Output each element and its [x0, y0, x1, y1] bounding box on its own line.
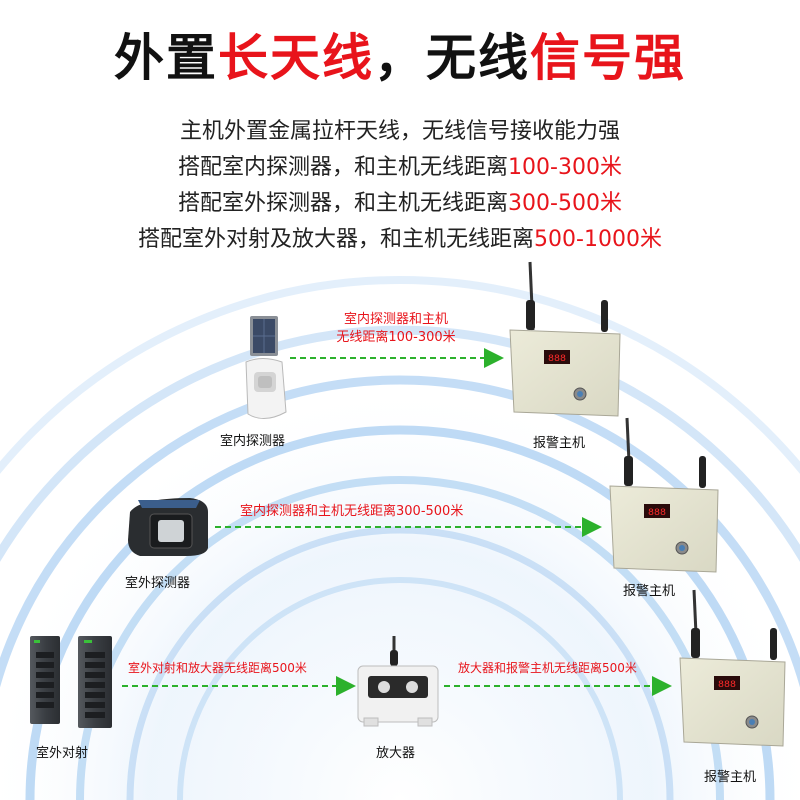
row2-distance-label: 室内探测器和主机无线距离300-500米 — [240, 504, 464, 519]
description-line-3-text: 搭配室外探测器，和主机无线距离 — [178, 191, 509, 216]
description-line-3-highlight: 300-500米 — [508, 191, 622, 216]
headline-part-2: 长天线 — [218, 29, 374, 87]
outdoor-detector-image — [128, 498, 208, 556]
svg-text:888: 888 — [548, 354, 566, 365]
alarm-host-image-3: 888 — [679, 589, 786, 747]
row1-distance-line-1: 室内探测器和主机 — [343, 312, 448, 327]
alarm-host-label-2: 报警主机 — [623, 584, 676, 599]
alarm-host-image-1: 888 — [509, 261, 621, 417]
description-line-4: 搭配室外对射及放大器，和主机无线距离500-1000米 — [0, 221, 800, 253]
alarm-host-label-3: 报警主机 — [704, 770, 757, 785]
outdoor-beam-image — [30, 636, 112, 728]
description-line-4-highlight: 500-1000米 — [534, 227, 662, 252]
row3-left-distance-label: 室外对射和放大器无线距离500米 — [128, 661, 307, 675]
row3-right-distance-label: 放大器和报警主机无线距离500米 — [458, 661, 637, 675]
headline-part-1: 外置 — [114, 29, 218, 87]
svg-text:888: 888 — [648, 508, 666, 519]
description-line-4-text: 搭配室外对射及放大器，和主机无线距离 — [138, 227, 535, 252]
outdoor-beam-label: 室外对射 — [36, 746, 89, 761]
headline-part-4: 信号强 — [530, 29, 686, 87]
indoor-detector-image — [245, 316, 287, 419]
indoor-detector-label: 室内探测器 — [220, 434, 286, 449]
amplifier-image — [357, 636, 439, 727]
description-line-3: 搭配室外探测器，和主机无线距离300-500米 — [0, 185, 800, 217]
headline-part-3: ，无线 — [374, 29, 530, 87]
outdoor-detector-label: 室外探测器 — [125, 576, 191, 591]
svg-text:888: 888 — [718, 680, 736, 691]
row1-distance-label: 室内探测器和主机 无线距离100-300米 — [306, 311, 486, 347]
headline: 外置长天线，无线信号强 — [0, 18, 800, 90]
alarm-host-label-1: 报警主机 — [533, 436, 586, 451]
description-line-2: 搭配室内探测器，和主机无线距离100-300米 — [0, 149, 800, 181]
alarm-host-image-2: 888 — [609, 417, 719, 573]
row1-distance-line-2: 无线距离100-300米 — [336, 330, 456, 345]
description-line-2-highlight: 100-300米 — [508, 155, 622, 180]
description-line-1: 主机外置金属拉杆天线，无线信号接收能力强 — [0, 113, 800, 145]
amplifier-label: 放大器 — [376, 746, 416, 761]
description-line-2-text: 搭配室内探测器，和主机无线距离 — [178, 155, 509, 180]
description-line-1-text: 主机外置金属拉杆天线，无线信号接收能力强 — [179, 119, 620, 144]
